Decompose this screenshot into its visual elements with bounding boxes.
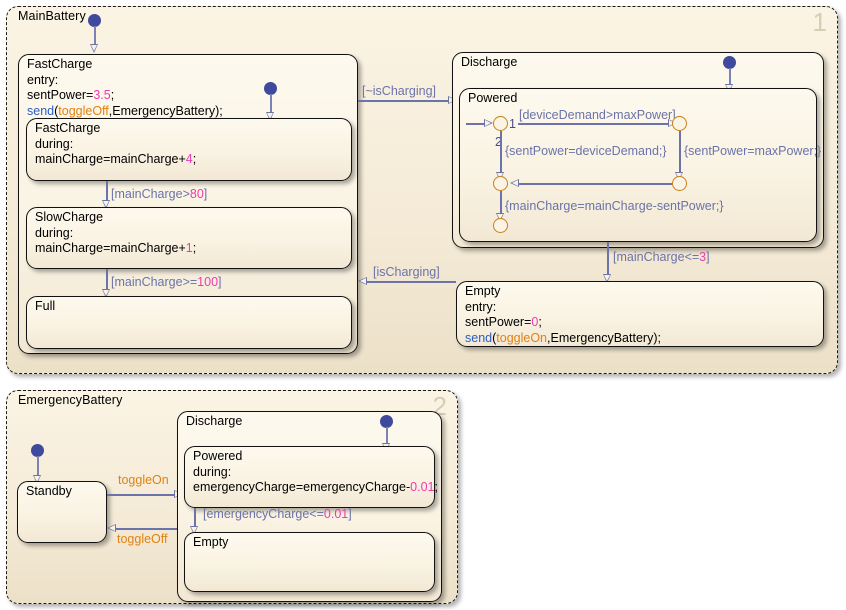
transition-label-discharge-to-charge: [isCharging]: [373, 265, 440, 279]
state-eb-empty-label: Empty: [193, 535, 229, 549]
default-transition-stem-fastcharge: [94, 26, 96, 44]
state-full-label: Full: [35, 299, 56, 313]
default-transition-stem-eb-powered: [386, 427, 388, 443]
default-transition-dot-eb-powered: [380, 415, 393, 428]
default-transition-stem-standby: [37, 456, 39, 475]
default-transition-dot-powered: [723, 56, 736, 69]
default-transition-dot-standby: [31, 444, 44, 457]
state-fastcharge-inner[interactable]: FastCharge during: mainCharge=mainCharge…: [26, 118, 352, 181]
state-standby-label: Standby: [26, 484, 72, 498]
state-discharge-label: Discharge: [461, 55, 518, 69]
transition-label-toggleoff: toggleOff: [117, 532, 168, 546]
transition-label-powered-to-empty: [mainCharge<=3]: [613, 250, 710, 264]
transition-line-fast-to-slow[interactable]: [106, 181, 108, 203]
default-transition-stem-fastcharge-inner: [270, 94, 272, 112]
transition-line-charge-to-discharge[interactable]: [358, 100, 452, 102]
transition-arrow-j4-to-j3: [510, 179, 519, 187]
state-eb-powered-label: Powered during: emergencyCharge=emergenc…: [193, 449, 438, 495]
junction-5[interactable]: [493, 218, 508, 233]
transition-label-charge-to-discharge: [~isCharging]: [362, 84, 436, 98]
state-eb-empty[interactable]: Empty: [184, 532, 435, 592]
transition-line-j3-to-j5[interactable]: [500, 191, 502, 217]
transition-line-j1-to-j3[interactable]: [500, 131, 502, 176]
transition-line-j1-to-j2[interactable]: [518, 123, 671, 125]
transition-label-j3-to-j5: {mainCharge=mainCharge-sentPower;}: [505, 199, 724, 213]
state-fastcharge-inner-label: FastCharge during: mainCharge=mainCharge…: [35, 121, 197, 167]
default-transition-arrow-fastcharge-inner: [266, 112, 274, 121]
transition-label-eb-powered-to-empty: [emergencyCharge<=0.01]: [203, 507, 352, 521]
default-transition-dot-fastcharge-inner: [264, 82, 277, 95]
transition-line-powered-to-empty[interactable]: [607, 242, 609, 278]
transition-arrow-powered-to-empty: [603, 274, 611, 283]
state-powered-label: Powered: [468, 91, 518, 105]
transition-line-eb-powered-to-empty[interactable]: [194, 508, 196, 529]
transition-order-1: 1: [509, 117, 516, 131]
chart-mainbattery-title: MainBattery: [18, 9, 86, 23]
junction-inflow-arrow: [484, 119, 493, 127]
state-standby[interactable]: Standby: [17, 481, 107, 543]
transition-arrow-toggleoff: [107, 524, 116, 532]
transition-line-j4-to-j3[interactable]: [514, 183, 672, 185]
transition-arrow-fast-to-slow: [102, 200, 110, 209]
transition-label-fast-to-slow: [mainCharge>80]: [111, 187, 208, 201]
junction-1[interactable]: [493, 116, 508, 131]
transition-arrow-j3-to-j5: [496, 213, 504, 222]
state-slowcharge-label: SlowCharge during: mainCharge=mainCharge…: [35, 210, 197, 256]
state-full[interactable]: Full: [26, 296, 352, 349]
default-transition-stem-powered: [729, 68, 731, 84]
transition-line-toggleoff[interactable]: [111, 528, 177, 530]
transition-label-slow-to-full: [mainCharge>=100]: [111, 275, 222, 289]
state-eb-discharge-label: Discharge: [186, 414, 243, 428]
transition-label-j1-to-j3: {sentPower=deviceDemand;}: [505, 144, 667, 158]
state-empty-label: Empty entry: sentPower=0; send(toggleOn,…: [465, 284, 661, 345]
default-transition-arrow-fastcharge: [90, 44, 98, 53]
state-empty[interactable]: Empty entry: sentPower=0; send(toggleOn,…: [456, 281, 824, 347]
transition-line-slow-to-full[interactable]: [106, 269, 108, 292]
transition-arrow-discharge-to-charge: [358, 277, 367, 285]
transition-label-j1-to-j2: [deviceDemand>maxPower]: [519, 108, 676, 122]
state-slowcharge[interactable]: SlowCharge during: mainCharge=mainCharge…: [26, 207, 352, 269]
default-transition-dot-fastcharge: [88, 14, 101, 27]
transition-line-discharge-to-charge[interactable]: [362, 281, 456, 283]
transition-label-toggleon: toggleOn: [118, 473, 169, 487]
transition-line-j2-to-j4[interactable]: [679, 131, 681, 176]
transition-arrow-slow-to-full: [102, 289, 110, 298]
transition-label-j2-to-j4: {sentPower=maxPower;}: [684, 144, 822, 158]
state-powered[interactable]: Powered: [459, 88, 817, 242]
junction-inflow-line: [466, 123, 488, 125]
default-transition-arrow-standby: [33, 475, 41, 484]
transition-line-toggleon[interactable]: [107, 494, 177, 496]
transition-arrow-eb-powered-to-empty: [190, 526, 198, 535]
transition-order-2: 2: [495, 135, 502, 149]
state-fastcharge-outer-label: FastCharge entry: sentPower=3.5; send(to…: [27, 57, 223, 118]
junction-3[interactable]: [493, 176, 508, 191]
chart-emergencybattery-title: EmergencyBattery: [18, 393, 123, 407]
junction-4[interactable]: [672, 176, 687, 191]
state-eb-powered[interactable]: Powered during: emergencyCharge=emergenc…: [184, 446, 438, 508]
junction-2[interactable]: [672, 116, 687, 131]
chart-mainbattery-number: 1: [812, 7, 827, 37]
